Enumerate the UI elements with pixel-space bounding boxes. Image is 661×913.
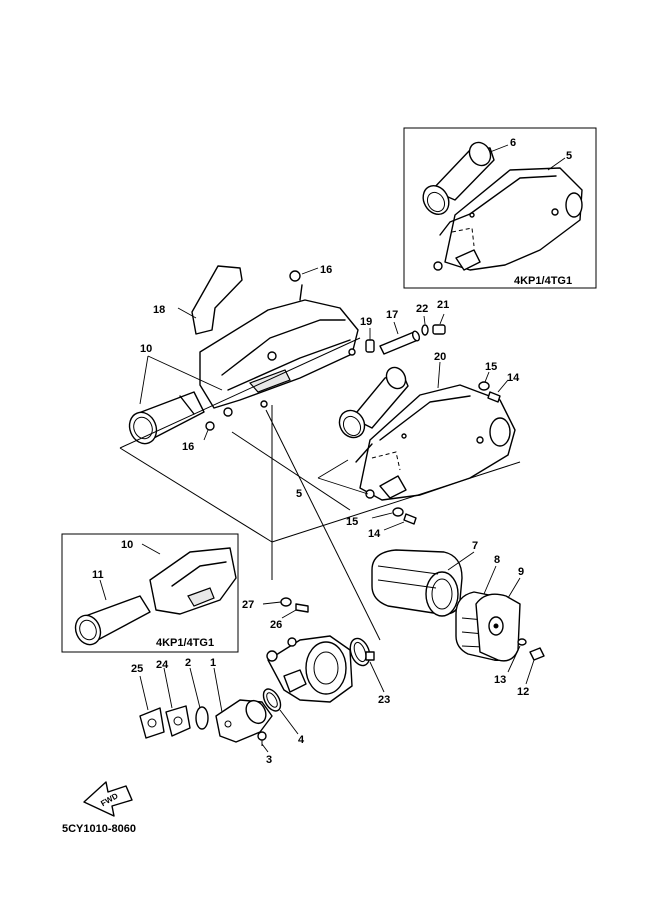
intake-joint-part-1: [213, 667, 273, 743]
drain-hose-group: [365, 313, 446, 355]
callout-12: 12: [517, 686, 529, 698]
cover-part-9: [475, 577, 521, 662]
callout-5-inset: 5: [566, 150, 572, 162]
callout-6: 6: [510, 137, 516, 149]
callout-21: 21: [437, 299, 449, 311]
filter-element-part-7: [371, 549, 475, 617]
callout-27: 27: [242, 599, 254, 611]
callout-24: 24: [156, 659, 169, 671]
bolt-part-14-top: [487, 379, 509, 403]
fwd-arrow-icon: FWD: [83, 781, 133, 817]
callout-23: 23: [378, 694, 390, 706]
callout-2: 2: [185, 657, 191, 669]
inset-left: [61, 533, 239, 653]
bolt-part-14-bottom: [383, 513, 417, 531]
callout-16-bottom: 16: [182, 441, 194, 453]
callout-3: 3: [266, 754, 272, 766]
callout-25: 25: [131, 663, 143, 675]
air-case-upper-assembly: [317, 361, 516, 531]
inset-top-right: [403, 127, 597, 289]
air-duct-part-6: [422, 141, 495, 216]
callout-26: 26: [270, 619, 282, 631]
callout-14-top: 14: [507, 372, 520, 384]
inset-top-label: 4KP1/4TG1: [514, 275, 572, 287]
callout-20: 20: [434, 351, 446, 363]
plug-part-19: [365, 328, 375, 353]
bolt-part-12: [525, 647, 545, 685]
hose-part-17: [379, 321, 421, 355]
washer-part-13: [507, 638, 527, 673]
o-ring-part-2: [189, 667, 209, 730]
bolt-part-26: [281, 603, 309, 619]
callout-4: 4: [298, 734, 305, 746]
callout-17: 17: [386, 309, 398, 321]
callout-18: 18: [153, 304, 165, 316]
bolt-part-3: [257, 731, 269, 753]
carburetor: [266, 635, 353, 703]
callout-22: 22: [416, 303, 428, 315]
washer-part-27: [262, 597, 292, 607]
bolt-part-16-bottom: [203, 421, 215, 441]
washer-part-15-top: [478, 371, 490, 391]
bolt-part-16-top: [289, 267, 319, 282]
callout-15-top: 15: [485, 361, 497, 373]
clamp-part-4: [262, 688, 299, 735]
callout-10-inset: 10: [121, 539, 133, 551]
plug-part-21: [432, 313, 446, 335]
callout-11: 11: [92, 569, 104, 581]
air-case-lower-assembly: [128, 265, 359, 445]
callout-8: 8: [494, 554, 500, 566]
washer-part-15-bottom: [371, 507, 404, 519]
callouts: 6 5 16 18 19 17 22 21 10 20 15 14 16 5 1…: [92, 137, 572, 766]
callout-16-top: 16: [320, 264, 332, 276]
panel-part-18: [191, 265, 243, 335]
callout-19: 19: [360, 316, 372, 328]
callout-14-bottom: 14: [368, 528, 381, 540]
callout-1: 1: [210, 657, 216, 669]
callout-10-main: 10: [140, 343, 152, 355]
callout-15-bottom: 15: [346, 516, 358, 528]
insulator-part-25: [139, 675, 165, 739]
reference-lines: [119, 337, 521, 641]
inset-left-label: 4KP1/4TG1: [156, 637, 214, 649]
air-case-part-5-inset: [433, 167, 583, 271]
gasket-part-24: [163, 667, 191, 737]
intake-duct-part-10: [128, 391, 205, 445]
callout-9: 9: [518, 566, 524, 578]
callout-13: 13: [494, 674, 506, 686]
clamp-part-23: [349, 637, 385, 693]
callout-7: 7: [472, 540, 478, 552]
clip-part-22: [421, 315, 429, 336]
callout-5-main: 5: [296, 488, 302, 500]
drawing-code: 5CY1010-8060: [62, 823, 136, 835]
